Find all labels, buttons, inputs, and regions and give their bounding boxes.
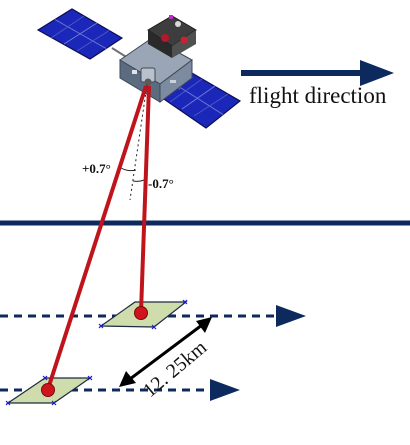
satellite-icon <box>36 8 242 129</box>
left-solar-panel <box>36 8 124 60</box>
flight-direction-arrow <box>241 60 394 86</box>
beam-nadir <box>139 85 151 313</box>
beam-forward <box>46 85 148 390</box>
angle-label-backward: -0.7° <box>148 176 174 191</box>
flight-direction-label: flight direction <box>249 83 387 108</box>
footprint-center-upper <box>134 306 148 320</box>
nadir-reference-line <box>129 84 148 201</box>
angle-arc-backward <box>132 179 145 182</box>
separation-double-arrow <box>119 317 212 387</box>
satellite-bus <box>119 15 197 103</box>
angle-label-forward: +0.7° <box>82 161 111 176</box>
footprint-center-lower <box>41 383 55 397</box>
corner-markers <box>5 299 188 406</box>
arrow-right-icon <box>210 379 240 401</box>
angle-arc-forward <box>120 167 137 172</box>
arrow-right-icon <box>276 305 306 327</box>
